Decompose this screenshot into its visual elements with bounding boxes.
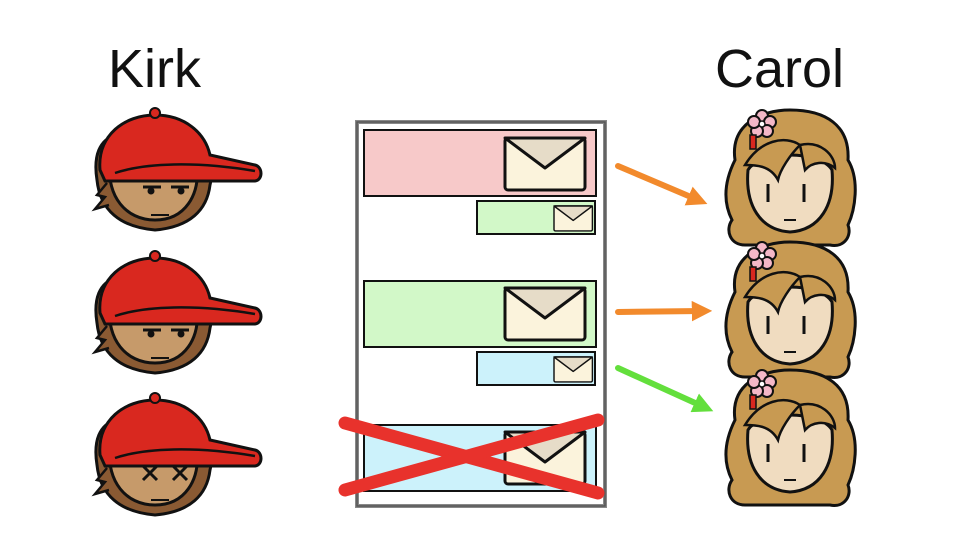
message-large (363, 280, 597, 348)
receiver-name: Carol (715, 39, 845, 99)
arrow-delivered (615, 300, 713, 322)
cross-out-mark (338, 413, 605, 500)
sender-name: Kirk (108, 39, 201, 99)
kirk-avatar (93, 106, 263, 232)
envelope-icon (503, 286, 587, 342)
arrow-delivered (615, 163, 708, 206)
message-large (363, 129, 597, 197)
kirk-avatar-dead (93, 391, 263, 517)
carol-avatar (724, 108, 857, 247)
envelope-icon (553, 356, 594, 383)
kirk-avatar (93, 249, 263, 375)
message-small (476, 200, 596, 235)
arrow-delivered (615, 365, 714, 413)
message-small (476, 351, 596, 386)
envelope-icon (553, 205, 594, 232)
envelope-icon (503, 136, 587, 192)
carol-avatar (724, 368, 857, 507)
carol-avatar (724, 240, 857, 379)
